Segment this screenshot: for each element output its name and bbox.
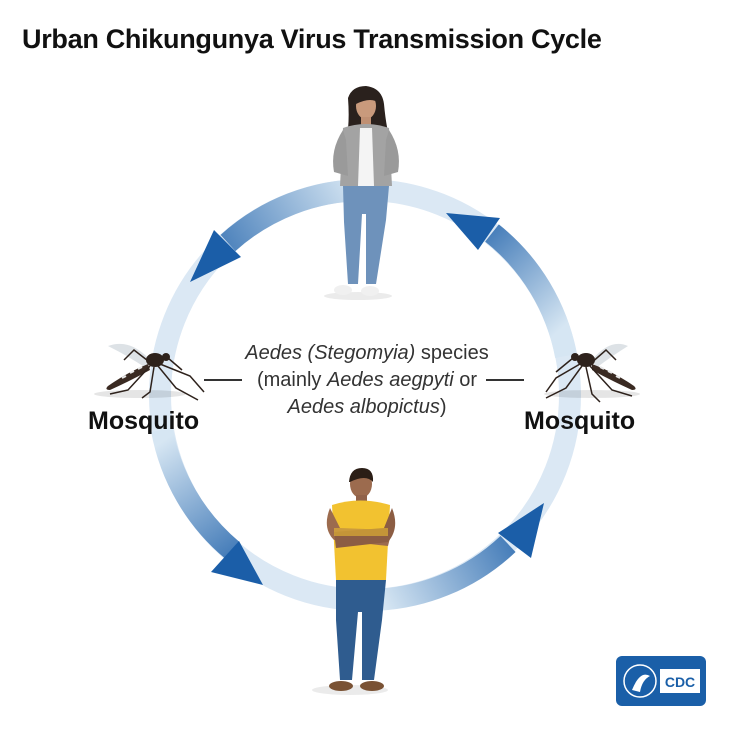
left-mosquito-figure	[94, 343, 205, 401]
arrow-right-mosquito-to-woman	[446, 213, 577, 359]
cdc-logo-text: CDC	[665, 674, 695, 690]
species-label: Aedes (Stegomyia) species (mainly Aedes …	[222, 340, 512, 421]
hhs-eagle-icon	[632, 674, 650, 692]
species-line-3: Aedes albopictus)	[287, 396, 447, 418]
arrow-left-mosquito-to-man	[151, 427, 263, 585]
species-line-1: Aedes (Stegomyia) species	[245, 342, 489, 364]
right-mosquito-label: Mosquito	[524, 407, 636, 435]
right-mosquito-figure	[544, 343, 640, 403]
woman-figure	[324, 86, 399, 300]
species-line-2: (mainly Aedes aegpyti or	[256, 369, 478, 391]
page-title: Urban Chikungunya Virus Transmission Cyc…	[22, 24, 602, 54]
arrow-man-to-right-mosquito	[369, 503, 544, 611]
left-mosquito-label: Mosquito	[88, 407, 200, 435]
cdc-logo: CDC	[616, 656, 706, 706]
arrow-woman-to-left-mosquito	[190, 179, 366, 282]
man-figure	[312, 468, 396, 695]
